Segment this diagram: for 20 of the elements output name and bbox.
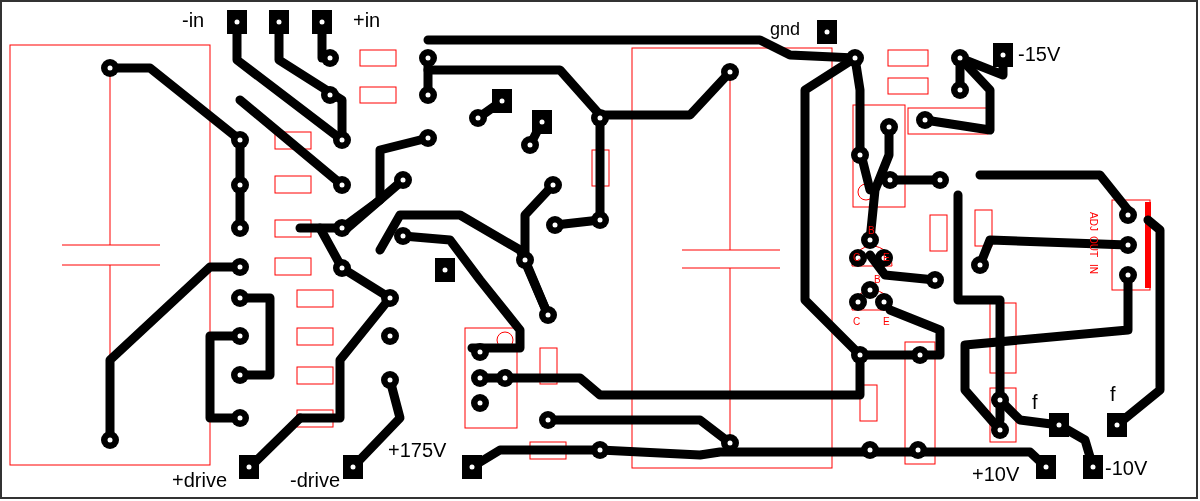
terminal-label: +drive — [172, 470, 228, 490]
terminal-label: f — [1032, 392, 1038, 412]
silkscreen-label: E — [883, 317, 890, 327]
terminal-label: -15V — [1018, 44, 1061, 64]
silkscreen-label: B — [868, 226, 875, 236]
terminal-label: -in — [182, 10, 205, 30]
terminal-label: -drive — [290, 470, 340, 490]
terminal-label: +in — [353, 10, 381, 30]
terminal-label: +10V — [972, 464, 1020, 484]
terminal-label: gnd — [770, 20, 801, 38]
terminal-label: +175V — [388, 440, 447, 460]
silkscreen-label: ADJ — [1088, 212, 1098, 231]
silkscreen-label: OUT — [1088, 236, 1098, 258]
silkscreen-label: C — [853, 317, 861, 327]
silkscreen-label: E — [883, 253, 890, 263]
silkscreen-label: B — [874, 275, 881, 285]
silkscreen-label: IN — [1088, 264, 1098, 274]
terminal-label: f — [1110, 384, 1116, 404]
terminal-label: -10V — [1105, 458, 1148, 478]
silkscreen-label: C — [853, 253, 861, 263]
